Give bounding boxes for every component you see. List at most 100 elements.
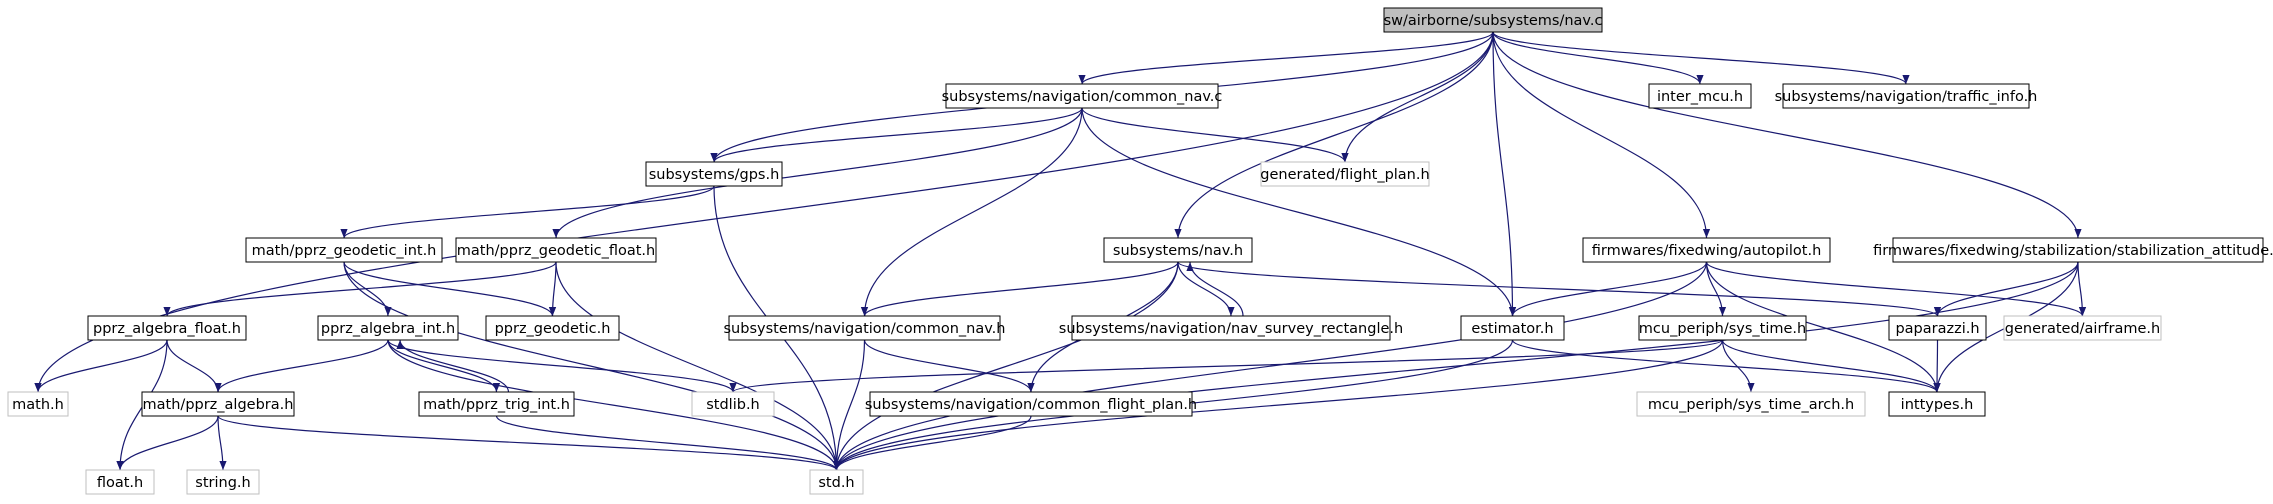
node-inter-mcu-h[interactable]: inter_mcu.h [1648, 83, 1752, 109]
edge-common_nav_c-to-common_nav_h [860, 107, 1083, 317]
edge-sys_time-to-std_h [833, 339, 1724, 471]
node-sw-airborne-subsystems-nav-c[interactable]: sw/airborne/subsystems/nav.c [1383, 7, 1603, 33]
node-box [1103, 237, 1253, 263]
node-subsystems-navigation-common-nav-c[interactable]: subsystems/navigation/common_nav.c [942, 83, 1223, 109]
edge-nav_c-to-autopilot [1492, 31, 1711, 239]
edge-geodetic_float-to-pprz_geodetic [548, 261, 557, 317]
node-label: subsystems/navigation/common_nav.h [724, 321, 1006, 337]
edge-nav_c-to-nav_h [1174, 31, 1494, 239]
node-box [87, 315, 247, 341]
node-box [945, 83, 1219, 109]
edge-stab_att-to-paparazzi [1933, 261, 2079, 317]
node-math-pprz-algebra-h[interactable]: math/pprz_algebra.h [141, 391, 295, 417]
edge-nav_c-to-traffic_info [1492, 31, 1910, 85]
node-subsystems-navigation-common-flight-plan-h[interactable]: subsystems/navigation/common_flight_plan… [865, 391, 1197, 417]
node-pprz-algebra-float-h[interactable]: pprz_algebra_float.h [87, 315, 247, 341]
edge-common_fp-to-std_h [832, 415, 1032, 471]
node-stdlib-h: stdlib.h [691, 391, 775, 417]
node-generated-flight-plan-h: generated/flight_plan.h [1260, 161, 1430, 187]
edge-gps-to-geodetic_int [340, 185, 715, 239]
node-label: sw/airborne/subsystems/nav.c [1384, 13, 1603, 29]
node-box [7, 391, 69, 417]
node-box [691, 391, 775, 417]
node-subsystems-navigation-common-nav-h[interactable]: subsystems/navigation/common_nav.h [724, 315, 1006, 341]
edge-common_nav_c-to-gps [710, 107, 1083, 163]
node-box [2003, 315, 2162, 341]
edge-paparazzi-to-inttypes [1933, 339, 1941, 393]
node-label: math.h [12, 397, 64, 413]
edge-nav_h-to-std_h [832, 261, 1179, 471]
edge-geodetic_float-to-std_h [555, 261, 841, 471]
node-paparazzi-h[interactable]: paparazzi.h [1888, 315, 1987, 341]
node-label: inter_mcu.h [1657, 89, 1743, 105]
file-nodes: sw/airborne/subsystems/nav.c subsystems/n… [7, 7, 2273, 495]
node-pprz-geodetic-h[interactable]: pprz_geodetic.h [485, 315, 620, 341]
node-mcu-periph-sys-time-arch-h: mcu_periph/sys_time_arch.h [1636, 391, 1866, 417]
edge-sys_time-to-inttypes [1721, 339, 1941, 393]
node-box [1888, 391, 1986, 417]
edge-sys_time-to-sys_time_arch [1721, 339, 1755, 393]
node-firmwares-fixedwing-autopilot-h[interactable]: firmwares/fixedwing/autopilot.h [1582, 237, 1831, 263]
node-label: subsystems/nav.h [1113, 243, 1243, 259]
edge-nav_h-to-common_nav_h [861, 261, 1179, 317]
node-subsystems-nav-h[interactable]: subsystems/nav.h [1103, 237, 1253, 263]
edge-nav_survey-to-nav_h [1186, 261, 1244, 317]
node-box [1892, 237, 2264, 263]
node-box [418, 391, 575, 417]
node-label: float.h [97, 475, 143, 491]
node-math-pprz-geodetic-int-h[interactable]: math/pprz_geodetic_int.h [245, 237, 443, 263]
node-firmwares-fixedwing-stabilization-stabilization-attitude-h[interactable]: firmwares/fixedwing/stabilization/stabil… [1873, 237, 2273, 263]
node-subsystems-navigation-traffic-info-h[interactable]: subsystems/navigation/traffic_info.h [1775, 83, 2038, 109]
edge-nav_c-to-common_nav_c [1078, 31, 1494, 85]
node-box [728, 315, 1001, 341]
edge-autopilot-to-std_h [832, 261, 1708, 471]
node-box [141, 391, 295, 417]
node-box [1782, 83, 2030, 109]
edge-alg_float-to-math_h [34, 339, 168, 393]
edge-nav_h-to-paparazzi [1177, 261, 1941, 317]
edge-alg_int-to-stdlib [387, 339, 737, 393]
edge-geodetic_int-to-std_h [343, 261, 841, 471]
edge-trig_int-to-std_h [495, 415, 840, 471]
edge-nav_h-to-nav_survey [1177, 261, 1235, 317]
node-subsystems-gps-h[interactable]: subsystems/gps.h [645, 161, 783, 187]
edge-estimator-to-inttypes [1511, 339, 1941, 393]
node-label: string.h [195, 475, 250, 491]
node-label: math/pprz_geodetic_int.h [252, 243, 437, 259]
node-generated-airframe-h: generated/airframe.h [2003, 315, 2162, 341]
node-label: math/pprz_trig_int.h [423, 397, 570, 413]
node-math-pprz-trig-int-h[interactable]: math/pprz_trig_int.h [418, 391, 575, 417]
edge-pprz_algebra-to-float_h [116, 415, 219, 471]
node-string-h: string.h [186, 469, 260, 495]
node-pprz-algebra-int-h[interactable]: pprz_algebra_int.h [317, 315, 459, 341]
node-box [317, 315, 459, 341]
node-label: estimator.h [1471, 321, 1553, 337]
node-label: generated/airframe.h [2005, 321, 2160, 337]
node-math-h: math.h [7, 391, 69, 417]
node-box [245, 237, 443, 263]
node-box [186, 469, 260, 495]
edge-common_nav_h-to-std_h [832, 339, 866, 471]
node-label: math/pprz_algebra.h [143, 397, 294, 413]
edge-alg_float-to-pprz_algebra [166, 339, 222, 393]
dependency-edges [34, 31, 2087, 471]
node-estimator-h[interactable]: estimator.h [1460, 315, 1565, 341]
edge-common_nav_c-to-geodetic_float [552, 107, 1083, 239]
node-label: stdlib.h [706, 397, 760, 413]
edge-nav_c-to-flight_plan [1341, 31, 1494, 163]
node-inttypes-h[interactable]: inttypes.h [1888, 391, 1986, 417]
node-box [869, 391, 1193, 417]
node-box [1888, 315, 1987, 341]
node-label: firmwares/fixedwing/stabilization/stabil… [1873, 243, 2273, 259]
node-math-pprz-geodetic-float-h[interactable]: math/pprz_geodetic_float.h [455, 237, 657, 263]
node-mcu-periph-sys-time-h[interactable]: mcu_periph/sys_time.h [1638, 315, 1807, 341]
node-label: math/pprz_geodetic_float.h [457, 243, 655, 259]
node-box [485, 315, 620, 341]
node-box [1260, 161, 1430, 187]
edge-geodetic_int-to-pprz_geodetic [343, 261, 557, 317]
edge-common_nav_h-to-common_fp [863, 339, 1035, 393]
edge-nav_c-to-estimator [1492, 31, 1517, 317]
node-float-h: float.h [85, 469, 155, 495]
node-subsystems-navigation-nav-survey-rectangle-h[interactable]: subsystems/navigation/nav_survey_rectang… [1059, 315, 1403, 341]
node-box [1638, 315, 1807, 341]
